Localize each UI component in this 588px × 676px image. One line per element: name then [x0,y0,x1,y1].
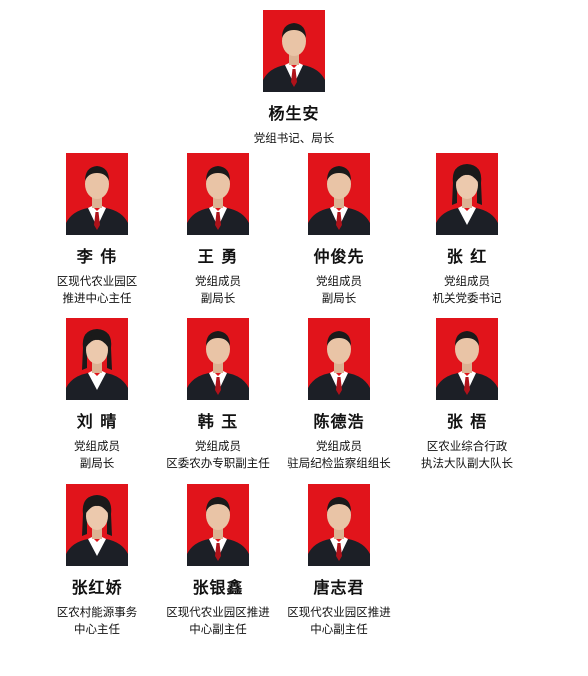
title-line: 区现代农业园区 [56,274,138,288]
leader-card: 杨生安 党组书记、局长 [219,10,369,147]
member-name: 仲俊先 [313,247,365,266]
title-line: 驻局纪检监察组组长 [287,456,391,470]
leader-portrait [263,10,325,92]
member-name: 张红娇 [71,578,123,597]
title-line: 中心副主任 [310,622,368,636]
leader-name: 杨生安 [268,104,320,123]
member-name: 刘 晴 [76,412,118,431]
title-line: 区现代农业园区推进 [166,605,270,619]
portrait-icon [66,153,128,235]
member-title: 区现代农业园区推进 中心副主任 [264,604,414,638]
member-card: 唐志君 区现代农业园区推进 中心副主任 [264,484,414,638]
portrait-icon [263,10,325,92]
title-line: 党组成员 [74,439,120,453]
member-card: 王 勇 党组成员 副局长 [143,153,293,307]
portrait-icon [187,484,249,566]
member-card: 张红娇 区农村能源事务 中心主任 [22,484,172,638]
member-name: 张银鑫 [192,578,244,597]
title-line: 党组成员 [444,274,490,288]
member-card: 刘 晴 党组成员 副局长 [22,318,172,472]
member-card: 仲俊先 党组成员 副局长 [264,153,414,307]
member-portrait [187,153,249,235]
member-card: 韩 玉 党组成员 区委农办专职副主任 [143,318,293,472]
member-title: 党组成员 驻局纪检监察组组长 [264,438,414,472]
member-name: 陈德浩 [313,412,365,431]
title-line: 区委农办专职副主任 [166,456,270,470]
member-title: 党组成员 机关党委书记 [392,273,542,307]
portrait-icon [66,318,128,400]
member-card: 李 伟 区现代农业园区 推进中心主任 [22,153,172,307]
member-portrait [436,153,498,235]
title-line: 中心主任 [74,622,120,636]
portrait-icon [308,153,370,235]
member-title: 党组成员 副局长 [264,273,414,307]
title-line: 党组成员 [195,274,241,288]
portrait-icon [436,318,498,400]
title-line: 区现代农业园区推进 [287,605,391,619]
member-card: 张 红 党组成员 机关党委书记 [392,153,542,307]
member-card: 张 梧 区农业综合行政 执法大队副大队长 [392,318,542,472]
member-name: 唐志君 [313,578,365,597]
member-name: 韩 玉 [197,412,239,431]
leader-title: 党组书记、局长 [219,130,369,147]
portrait-icon [66,484,128,566]
member-portrait [66,318,128,400]
portrait-icon [187,153,249,235]
member-name: 张 梧 [446,412,488,431]
member-card: 张银鑫 区现代农业园区推进 中心副主任 [143,484,293,638]
member-portrait [308,484,370,566]
title-line: 区农业综合行政 [426,439,508,453]
member-name: 张 红 [446,247,488,266]
portrait-icon [187,318,249,400]
member-portrait [187,484,249,566]
title-line: 区农村能源事务 [56,605,138,619]
member-title: 区农村能源事务 中心主任 [22,604,172,638]
title-line: 副局长 [79,456,115,470]
member-title: 区农业综合行政 执法大队副大队长 [392,438,542,472]
portrait-icon [436,153,498,235]
member-name: 李 伟 [76,247,118,266]
member-title: 党组成员 区委农办专职副主任 [143,438,293,472]
portrait-icon [308,318,370,400]
title-line: 副局长 [200,291,236,305]
title-line: 党组书记、局长 [253,131,335,145]
member-name: 王 勇 [197,247,239,266]
title-line: 机关党委书记 [432,291,502,305]
member-portrait [66,153,128,235]
member-portrait [308,153,370,235]
title-line: 党组成员 [316,439,362,453]
member-portrait [308,318,370,400]
title-line: 党组成员 [195,439,241,453]
title-line: 执法大队副大队长 [421,456,513,470]
portrait-icon [308,484,370,566]
member-portrait [187,318,249,400]
title-line: 中心副主任 [189,622,247,636]
member-title: 党组成员 副局长 [143,273,293,307]
member-card: 陈德浩 党组成员 驻局纪检监察组组长 [264,318,414,472]
member-title: 区现代农业园区 推进中心主任 [22,273,172,307]
member-portrait [436,318,498,400]
title-line: 副局长 [321,291,357,305]
member-title: 区现代农业园区推进 中心副主任 [143,604,293,638]
title-line: 推进中心主任 [62,291,132,305]
title-line: 党组成员 [316,274,362,288]
member-portrait [66,484,128,566]
member-title: 党组成员 副局长 [22,438,172,472]
